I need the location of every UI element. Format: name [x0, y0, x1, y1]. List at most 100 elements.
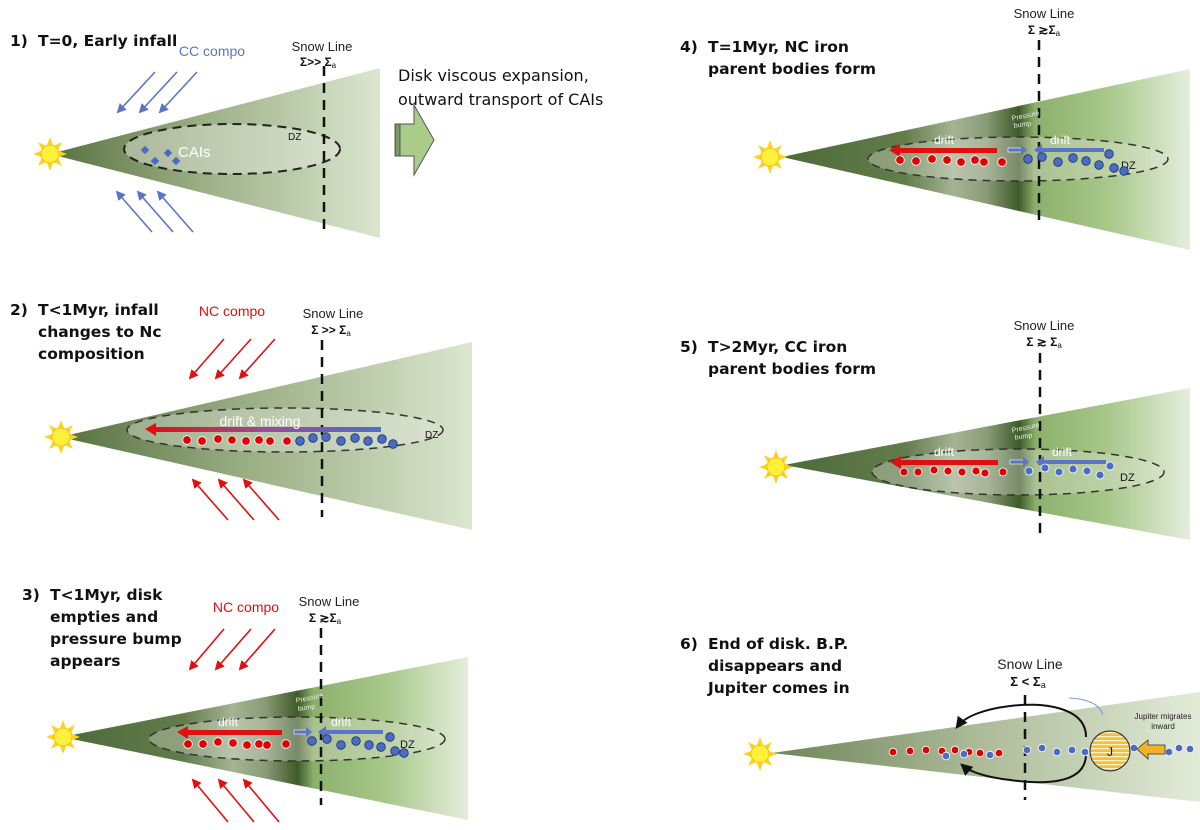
nc-particle: [997, 157, 1007, 167]
panel-4: Snow Line Σ ≳Σa DZ Pressure bump drift d…: [753, 6, 1190, 250]
cc-particle: [307, 736, 317, 746]
cc-particle: [295, 436, 305, 446]
callout-line: [1068, 697, 1104, 716]
pressure-bump-label: bump: [1013, 120, 1031, 129]
drift-arrow-small: [1007, 147, 1023, 153]
cc-particle: [1185, 744, 1195, 754]
nc-particle: [979, 157, 989, 167]
snow-line-label: Snow Line: [1014, 6, 1075, 21]
cc-particle: [1022, 745, 1032, 755]
cc-particles: [1024, 461, 1115, 480]
sun-icon: [44, 420, 78, 454]
sun-icon: [743, 737, 777, 771]
sun-icon: [33, 137, 67, 171]
drift-right-label: drift: [1050, 133, 1071, 147]
nc-particle: [213, 434, 223, 444]
infall-arrows-bottom: [191, 778, 280, 823]
cc-particle: [364, 740, 374, 750]
cai-particle: [171, 156, 181, 166]
dz-label: DZ: [1120, 472, 1135, 484]
nc-particle: [929, 465, 939, 475]
snow-line-condition: Σ ≳Σa: [1028, 23, 1061, 38]
nc-particle: [182, 435, 192, 445]
sun-icon: [759, 450, 793, 484]
nc-particle: [899, 467, 909, 477]
drift-arrowhead: [1023, 457, 1029, 467]
cc-particles: [941, 743, 1195, 761]
infall-arrows-bottom: [191, 478, 280, 521]
dz-label: DZ: [400, 739, 415, 751]
drift-arrowhead: [889, 144, 900, 157]
sun-icon: [46, 720, 80, 754]
drift-left-label: drift: [934, 445, 955, 459]
snow-line-condition: Σ ≳Σa: [309, 611, 342, 626]
cc-particle: [1067, 745, 1077, 755]
drift-arrow-small: [1009, 459, 1025, 465]
drift-arrowhead: [890, 456, 901, 469]
cc-particle: [941, 751, 951, 761]
cc-particle: [1068, 153, 1078, 163]
drift-mixing-arrow: [152, 427, 381, 432]
drift-arrowhead: [306, 727, 312, 737]
cc-particle: [1037, 743, 1047, 753]
nc-particle: [281, 739, 291, 749]
drift-arrow-left: [186, 730, 282, 735]
nc-particle: [971, 466, 981, 476]
cc-particle: [1174, 743, 1184, 753]
nc-particle: [975, 748, 985, 758]
nc-particle: [262, 740, 272, 750]
cc-particle: [322, 734, 332, 744]
cc-particle: [1068, 464, 1078, 474]
cc-particle: [321, 432, 331, 442]
nc-particle: [970, 155, 980, 165]
nc-particle: [942, 155, 952, 165]
snow-line-label: Snow Line: [1014, 318, 1075, 333]
nc-particle: [911, 156, 921, 166]
nc-particles: [183, 737, 291, 750]
nc-particle: [957, 467, 967, 477]
nc-particle: [895, 155, 905, 165]
disk: [62, 657, 468, 820]
panel-3-title: 3)T<1Myr, disk empties and pressure bump…: [22, 586, 182, 670]
cc-particle: [390, 746, 400, 756]
panel-1: Snow Line Σ>> Σa DZ CAIs CC compo: [33, 39, 380, 238]
drift-right-label: drift: [331, 715, 352, 729]
pressure-bump-label: bump: [297, 704, 315, 713]
cc-particle: [1080, 747, 1090, 757]
panel-4-title: 4)T=1Myr, NC iron parent bodies form: [680, 38, 877, 78]
cc-particle: [377, 434, 387, 444]
infall-label: NC compo: [213, 599, 279, 615]
nc-particle: [228, 738, 238, 748]
nc-particle: [980, 468, 990, 478]
drift-arrow-right: [1042, 148, 1104, 152]
nc-particle: [242, 740, 252, 750]
drift-arrowhead: [177, 726, 188, 739]
transition-arrow: [394, 103, 435, 177]
nc-particle: [943, 466, 953, 476]
cai-particle: [163, 148, 173, 158]
cais-label: CAIs: [178, 144, 211, 161]
nc-particles: [895, 154, 1007, 167]
cc-particle: [1081, 156, 1091, 166]
drift-left-label: drift: [934, 133, 955, 147]
nc-particle: [227, 435, 237, 445]
drift-mixing-label: drift & mixing: [220, 413, 301, 429]
cai-particles: [140, 145, 181, 166]
cc-particle: [336, 740, 346, 750]
panel-1-title: 1)T=0, Early infall: [10, 32, 178, 50]
infall-label: NC compo: [199, 303, 265, 319]
drift-left-label: drift: [218, 715, 239, 729]
drift-arrow-left: [898, 148, 997, 153]
drift-arrowhead: [318, 726, 326, 738]
cc-particle: [363, 436, 373, 446]
recirculation-arrow-bottom: [960, 753, 1087, 784]
cc-particle: [959, 749, 969, 759]
snow-line-label: Snow Line: [997, 656, 1063, 672]
nc-particle: [998, 467, 1008, 477]
cc-particle: [1119, 166, 1129, 176]
snow-line-condition: Σ>> Σa: [300, 55, 337, 70]
jupiter-label: J: [1107, 745, 1113, 759]
nc-particle: [197, 436, 207, 446]
cc-particles: [295, 432, 398, 449]
